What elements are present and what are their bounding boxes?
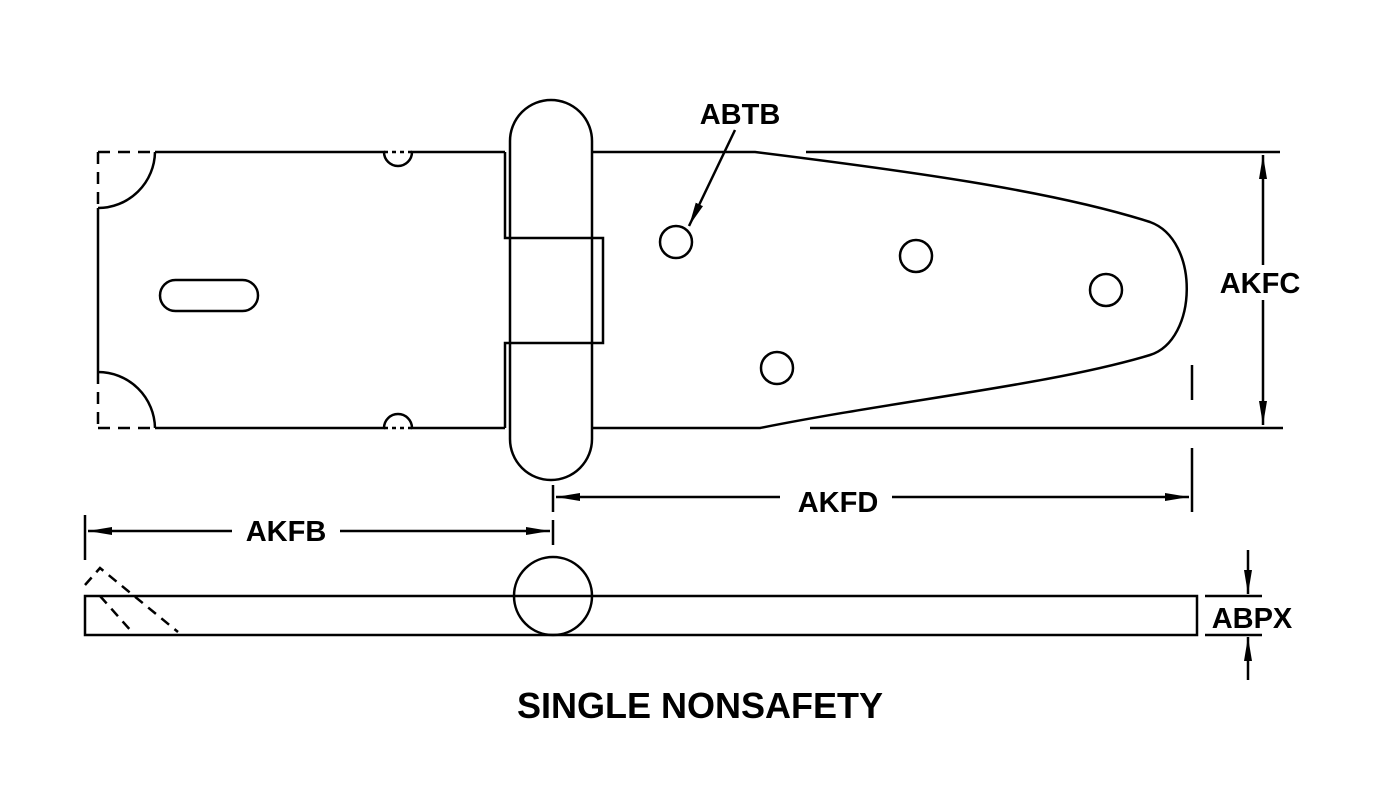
mounting-hole [1088,272,1124,308]
slot [158,278,260,313]
akfd-extension-lines [551,365,1194,512]
label-abtb: ABTB [700,99,781,131]
akfc-extension-lines [806,150,1283,430]
abpx-extension-lines [1205,594,1262,637]
label-akfd: AKFD [798,487,879,519]
label-akfb: AKFB [246,516,327,548]
abtb-leader [687,129,737,227]
left-leaf [96,150,505,430]
side-view [83,555,1199,637]
mounting-hole [898,238,934,274]
mounting-hole [658,224,694,260]
mounting-hole [759,350,795,386]
label-abpx: ABPX [1212,603,1293,635]
akfb-extension-lines [83,515,555,560]
diagram-title: SINGLE NONSAFETY [517,685,883,726]
label-akfc: AKFC [1220,268,1301,300]
hinge-knuckle [503,98,605,482]
right-leaf [592,150,1188,430]
